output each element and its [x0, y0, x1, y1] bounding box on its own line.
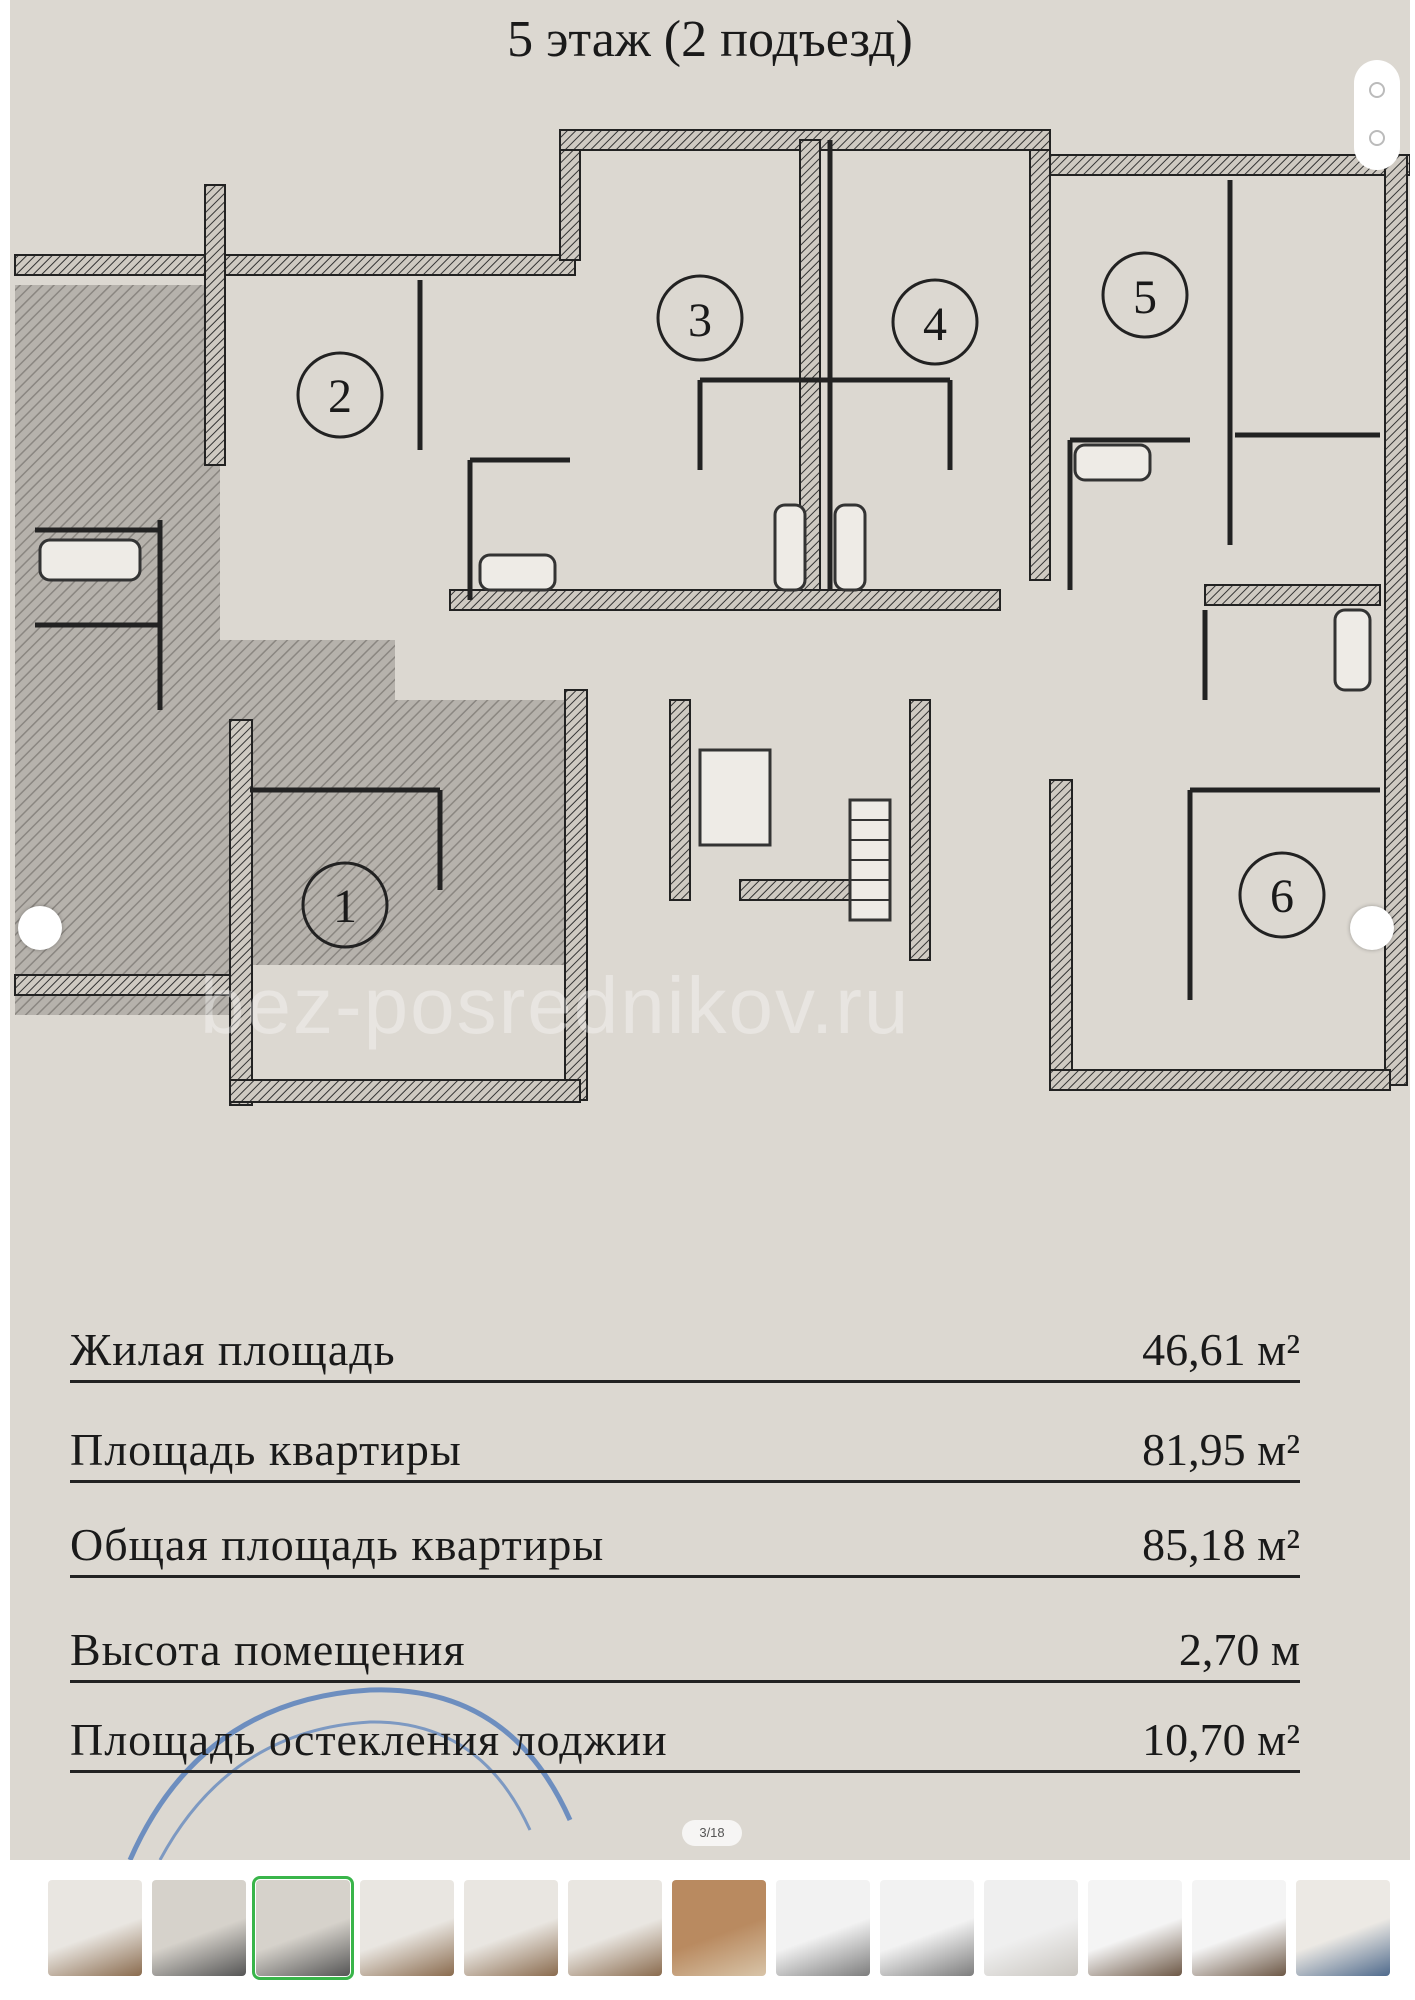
thumbnail-kitchen-photo[interactable] [568, 1880, 662, 1976]
thumbnail-hallway-photo[interactable] [1088, 1880, 1182, 1976]
row-label: Общая площадь квартиры [70, 1519, 605, 1570]
row-label: Высота помещения [70, 1624, 466, 1675]
floor-plan-photo: 2 3 4 5 1 6 [10, 0, 1410, 1860]
area-row-living: Жилая площадь 46,61 м² [70, 1310, 1300, 1383]
thumbnail-balcony-photo[interactable] [672, 1880, 766, 1976]
thumbnail-door-photo[interactable] [984, 1880, 1078, 1976]
thumbnail-floor-plan-photo[interactable] [152, 1880, 246, 1976]
thumbnail-kitchen-photo[interactable] [464, 1880, 558, 1976]
thumbnail-floor-plan-photo[interactable] [252, 1876, 354, 1980]
row-label: Жилая площадь [70, 1324, 396, 1375]
apartment-1-label: 1 [333, 880, 357, 933]
row-value: 46,61 м² [1142, 1324, 1300, 1375]
row-value: 85,18 м² [1142, 1519, 1300, 1570]
thumbnail-kitchen-photo[interactable] [360, 1880, 454, 1976]
apartment-5-label: 5 [1133, 271, 1157, 324]
plan-title: 5 этаж (2 подъезд) [507, 11, 913, 68]
watermark: bez-posrednikov.ru [200, 961, 911, 1050]
row-value: 2,70 м [1178, 1624, 1300, 1675]
prev-image-button[interactable] [18, 906, 62, 950]
scroll-handle[interactable] [1354, 60, 1400, 170]
next-image-button[interactable] [1350, 906, 1394, 950]
apartment-4-label: 4 [923, 298, 947, 351]
row-value: 81,95 м² [1142, 1424, 1300, 1475]
apartment-6-label: 6 [1270, 870, 1294, 923]
row-label: Площадь остекления лоджии [70, 1714, 668, 1765]
area-row-glazing: Площадь остекления лоджии 10,70 м² [70, 1700, 1300, 1773]
thumbnail-hallway-photo[interactable] [1192, 1880, 1286, 1976]
image-counter: 3/18 [682, 1820, 742, 1846]
thumbnail-kitchen-photo[interactable] [48, 1880, 142, 1976]
grip-icon [1369, 130, 1385, 146]
apartment-3-label: 3 [688, 294, 712, 347]
grip-icon [1369, 82, 1385, 98]
area-row-total: Общая площадь квартиры 85,18 м² [70, 1505, 1300, 1578]
thumbnail-bathroom-photo[interactable] [776, 1880, 870, 1976]
thumbnail-strip [0, 1860, 1415, 2000]
thumbnail-bathroom-photo[interactable] [880, 1880, 974, 1976]
image-viewer[interactable]: 2 3 4 5 1 6 5 этаж (2 подъезд) bez-posre… [10, 0, 1410, 1860]
thumbnail-room-photo[interactable] [1296, 1880, 1390, 1976]
area-row-height: Высота помещения 2,70 м [70, 1610, 1300, 1683]
apartment-2-label: 2 [328, 370, 352, 423]
row-label: Площадь квартиры [70, 1424, 462, 1475]
area-row-apartment: Площадь квартиры 81,95 м² [70, 1410, 1300, 1483]
row-value: 10,70 м² [1142, 1714, 1300, 1765]
